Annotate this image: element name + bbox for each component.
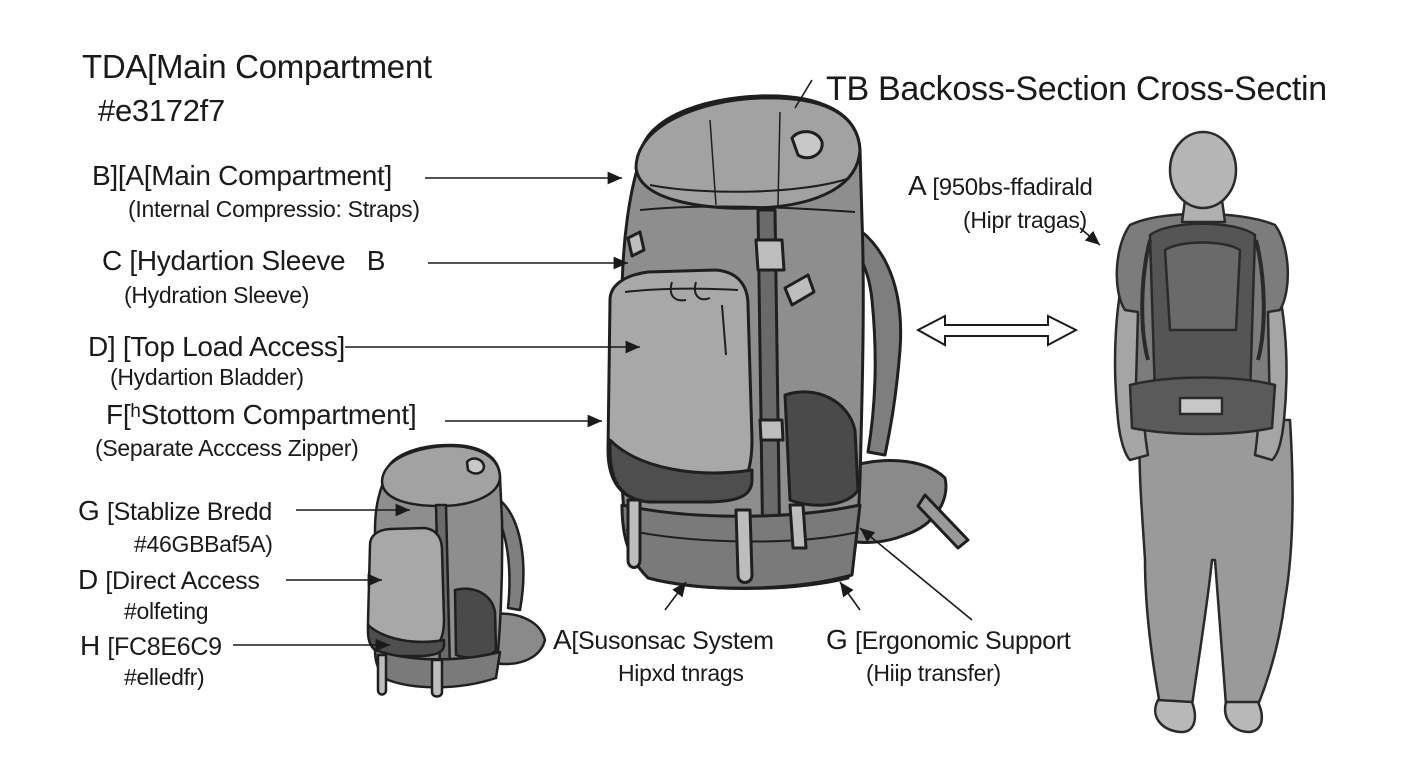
header-right-title: TB Backoss-Section Cross-Sectin [826,70,1327,108]
label-b-title: ][A[Main Compartment] [110,160,392,191]
label-f: F[ʰStottom Compartment] [106,399,417,431]
label-a-person-sub: (Hipr tragas) [963,207,1087,233]
label-c-sub: (Hydration Sleeve) [124,282,310,308]
label-a-person-title: [950bs-ffadirald [932,174,1093,201]
label-f-title: [ʰStottom Compartment] [122,399,417,430]
label-f-letter: F [106,399,123,430]
label-a-bottom: A[Susonsac System [553,624,774,657]
label-b-sub: (Internal Compressio: Straps) [128,196,420,222]
label-a-bottom-title: [Susonsac System [571,627,774,655]
label-a-person-letter: A [908,170,925,201]
label-g-bottom-letter: G [826,624,848,655]
label-d: D] [Top Load Access] [88,331,345,363]
label-g-small-title: [Stablize Bredd [106,498,273,526]
label-b-letter: B [92,160,111,191]
main-backpack [606,94,970,590]
label-g-small: G [Stablize Bredd [78,495,272,528]
label-g-small-sub: #46GBBaf5A) [134,531,273,557]
comparison-arrow [915,314,1079,347]
label-h-small-letter: H [80,630,100,661]
header-left-title: TDA[Main Compartment [82,48,432,85]
label-g-bottom-title: [Ergonomic Support [854,627,1071,655]
header-left-code: #e3172f7 [98,93,225,128]
label-a-bottom-letter: A [553,624,572,655]
label-g-bottom-sub: (Hiip transfer) [866,660,1001,686]
label-f-sub: (Separate Acccess Zipper) [95,435,359,461]
label-d-small-letter: D [78,564,98,595]
label-g-small-letter: G [78,495,100,526]
label-h-small: H [FC8E6C9 [80,630,222,663]
label-c-extra: B [366,245,386,276]
label-d-small: D [Direct Access [78,564,260,597]
label-c-title: [Hydartion Sleeve [129,245,346,276]
label-g-bottom: G [Ergonomic Support [826,624,1071,657]
label-d-letter: D [88,331,108,362]
label-h-small-title: [FC8E6C9 [107,633,222,661]
label-c-letter: C [102,245,122,276]
leader-lines [233,79,1101,652]
label-d-small-sub: #olfeting [124,598,209,624]
label-d-title: ] [Top Load Access] [107,331,346,362]
label-d-sub: (Hydartion Bladder) [110,364,304,390]
label-b: B][A[Main Compartment] [92,160,392,192]
small-backpack [366,443,547,698]
label-c: C [Hydartion Sleeve B [102,245,385,277]
person-back-view [1113,130,1294,734]
label-d-small-title: [Direct Access [105,567,260,595]
label-a-person: A [950bs-ffadirald [908,170,1093,204]
label-h-small-sub: #elledfr) [124,664,205,690]
label-a-bottom-sub: Hipxd tnrags [618,660,744,686]
